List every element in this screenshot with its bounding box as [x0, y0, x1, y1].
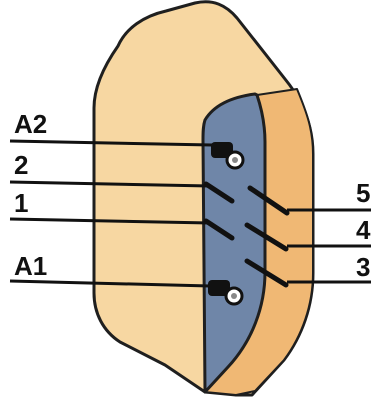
contact-4 — [244, 222, 289, 252]
label-2: 2 — [14, 150, 28, 180]
leader-line-a2 — [9, 139, 213, 147]
leader-line-1 — [9, 217, 211, 225]
leader-line-2 — [9, 180, 211, 188]
label-1: 1 — [14, 188, 28, 218]
contact-2 — [203, 181, 235, 204]
label-4: 4 — [356, 215, 371, 245]
contact-5 — [247, 185, 290, 216]
label-3: 3 — [356, 252, 370, 282]
pin-a1 — [208, 280, 244, 306]
label-5: 5 — [356, 178, 370, 208]
label-a2: A2 — [14, 109, 47, 139]
leader-line-a1 — [9, 279, 211, 288]
pin-a2 — [211, 142, 245, 170]
contact-3 — [244, 258, 289, 288]
contact-1 — [203, 218, 235, 241]
connector-face — [201, 92, 267, 394]
label-a1: A1 — [14, 251, 47, 281]
